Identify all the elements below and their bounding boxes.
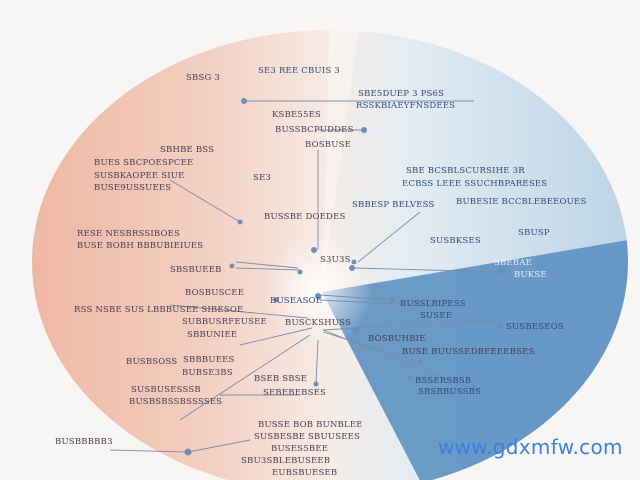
connector-line (322, 331, 421, 363)
node-dot (352, 326, 360, 334)
diagram-label: KSBE55ES (272, 110, 322, 120)
node-dot (311, 247, 317, 253)
diagram-label: SUBBUSRFEUSEE (182, 317, 267, 327)
node-dot (361, 127, 367, 133)
diagram-label: BUSE BUUSSEDBEEEEBSES (402, 347, 535, 357)
node-dot (470, 384, 478, 392)
diagram-label: RSSKBIAEYFNSDEES (356, 101, 456, 111)
diagram-label: BUSSE BOB BUNBLEE (258, 420, 363, 430)
node-dot (237, 219, 243, 225)
diagram-label: SE3 (253, 173, 272, 183)
diagram-label: BUSES5BEE (271, 444, 329, 454)
node-dot (417, 359, 423, 365)
diagram-label: BUSSBCPUDDES (275, 125, 354, 135)
diagram-label: S3U3S (320, 255, 351, 265)
diagram-label: BUSBBBBB3 (55, 437, 113, 447)
connector-line (357, 211, 421, 263)
diagram-label: BUBSE3BS (182, 368, 233, 378)
diagram-label: SEBEBEBSES (263, 388, 327, 398)
diagram-label: BUSEASOE (270, 296, 323, 306)
diagram-label: SUSBUSESSSB (131, 385, 201, 395)
diagram-label: BOSBUHBIE (368, 334, 426, 344)
node-dot (389, 297, 395, 303)
diagram-label: BSSERSBSB (415, 376, 472, 386)
diagram-label: BUSE BOBH BBBUBIEIUES (77, 241, 204, 251)
diagram-label: SBSG 3 (186, 73, 220, 83)
center-glow (263, 235, 373, 345)
diagram-label: SBUSP (518, 228, 550, 238)
diagram-label: BOSBUSE (305, 140, 352, 150)
node-dot (297, 269, 303, 275)
light-ray (322, 30, 360, 292)
node-dot (229, 263, 235, 269)
diagram-label: SBHBE BSS (160, 145, 215, 155)
diagram-label: SBSBUEEB (170, 265, 222, 275)
connector-line (322, 319, 501, 331)
connector-line (235, 261, 299, 269)
node-dot (184, 448, 192, 456)
connector-line (187, 439, 251, 453)
node-dot (497, 323, 503, 329)
connector-line (322, 329, 471, 389)
node-dot (351, 259, 357, 265)
diagram-label: BUKSE (514, 270, 547, 280)
diagram-label: BUES SBCPOESPCEE (94, 158, 194, 168)
connector-line (315, 339, 319, 385)
diagram-label: SUSBESEOS (506, 322, 564, 332)
diagram-label: BSEB SBSE (254, 374, 308, 384)
diagram-label: BOSBUSCEE (185, 288, 245, 298)
connector-line (235, 267, 301, 271)
diagram-label: SUSBKAOPEE SIUE (94, 171, 185, 181)
diagram-label: ECBSS LEEE SSUCHBPARESES (402, 179, 548, 189)
connector-line (169, 179, 241, 223)
node-dot (407, 375, 413, 381)
diagram-label: BUBESIE BCCBLEBEEOUES (456, 197, 587, 207)
diagram-label: SE3 REE CBUIS 3 (258, 66, 340, 76)
diagram-label: SBE5DUEP 3 PS6S (358, 89, 445, 99)
connector-line (319, 294, 393, 301)
connector-line (354, 267, 501, 273)
diagram-label: SUSBESBE SBUUSEES (254, 432, 361, 442)
diagram-label: RESE NESBRSSIBOES (77, 229, 181, 239)
diagram-label: SBE BCSBLSCURSIHE 3R (406, 166, 525, 176)
diagram-label: BUSSLBIPESS (400, 299, 466, 309)
diagram-label: SBBBUEES (183, 355, 235, 365)
connector-line (319, 299, 471, 309)
diagram-label: BUSBSOSS (126, 357, 178, 367)
connector-line (109, 449, 189, 453)
diagram-label: BUSE9USSUEES (94, 183, 172, 193)
node-dot (273, 297, 279, 303)
diagram-label: SBU3SBLEBUSEEB (241, 456, 331, 466)
diagram-label: SUSEE (420, 311, 453, 321)
node-dot (313, 381, 319, 387)
diagram-label: SBBUNIEE (187, 330, 238, 340)
diagram-label: SUSBKSES (430, 236, 481, 246)
watermark: www.gdxmfw.com (438, 435, 623, 459)
diagram-label: SBSBBUSSBS (418, 387, 482, 397)
node-dot (315, 293, 321, 299)
diagram-label: BUSSBE DOEDES (264, 212, 346, 222)
diagram-label: RSS NSBE SUS LBBBUSEE SIBESOE (74, 305, 244, 315)
node-dot (498, 266, 506, 274)
connector-line (179, 334, 311, 421)
diagram-label: EUBSBUESEB (272, 468, 338, 478)
node-dot (241, 98, 247, 104)
diagram-label: BUSBSBSSBSSSSES (129, 397, 223, 407)
node-dot (349, 265, 355, 271)
diagram-label: SBBESP BELVESS (352, 200, 435, 210)
connector-line (169, 304, 309, 319)
diagram-label: SBEBAE (494, 258, 533, 268)
connector-line (239, 327, 313, 346)
diagram-label: BUSCKSHUSS (285, 318, 351, 328)
